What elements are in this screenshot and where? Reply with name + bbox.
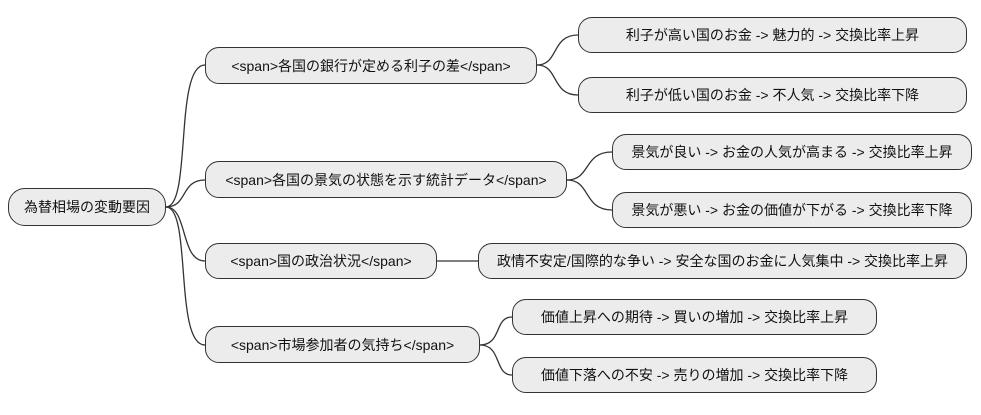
leaf-node-expectation-of-rise: 価値上昇への期待 -> 買いの増加 -> 交換比率上昇	[512, 299, 877, 335]
leaf-node-label: 価値下落への不安 -> 売りの増加 -> 交換比率下降	[540, 367, 849, 383]
branch-node-label: <span>国の政治状況</span>	[230, 253, 412, 269]
edge-economy-to-bad	[566, 179, 613, 211]
leaf-node-label: 景気が良い -> お金の人気が高まる -> 交換比率上昇	[631, 144, 953, 160]
leaf-node-good-economy: 景気が良い -> お金の人気が高まる -> 交換比率上昇	[612, 134, 972, 170]
leaf-node-political-instability: 政情不安定/国際的な争い -> 安全な国のお金に人気集中 -> 交換比率上昇	[478, 243, 967, 279]
edge-root-to-branch-politics	[165, 206, 206, 262]
leaf-node-high-interest: 利子が高い国のお金 -> 魅力的 -> 交換比率上昇	[578, 17, 967, 53]
root-node-exchange-rate-factors: 為替相場の変動要因	[8, 188, 166, 226]
branch-node-interest-rate-diff: <span>各国の銀行が定める利子の差</span>	[205, 47, 537, 84]
branch-node-label: <span>市場参加者の気持ち</span>	[230, 336, 455, 353]
leaf-node-bad-economy: 景気が悪い -> お金の価値が下がる -> 交換比率下降	[612, 192, 972, 228]
root-node-label: 為替相場の変動要因	[24, 199, 150, 215]
leaf-node-label: 政情不安定/国際的な争い -> 安全な国のお金に人気集中 -> 交換比率上昇	[496, 253, 949, 269]
edge-interest-to-high	[536, 34, 579, 66]
leaf-node-label: 価値上昇への期待 -> 買いの増加 -> 交換比率上昇	[540, 309, 849, 325]
edge-sentiment-to-expectation	[479, 316, 513, 346]
leaf-node-label: 景気が悪い -> お金の価値が下がる -> 交換比率下降	[631, 202, 953, 218]
leaf-node-label: 利子が高い国のお金 -> 魅力的 -> 交換比率上昇	[625, 27, 920, 43]
edge-sentiment-to-anxiety	[479, 344, 513, 376]
leaf-node-label: 利子が低い国のお金 -> 不人気 -> 交換比率下降	[625, 87, 920, 103]
branch-node-economic-statistics: <span>各国の景気の状態を示す統計データ</span>	[205, 161, 567, 198]
edge-root-to-branch-sentiment	[165, 206, 206, 346]
edge-economy-to-good	[566, 151, 613, 181]
leaf-node-fear-of-fall: 価値下落への不安 -> 売りの増加 -> 交換比率下降	[512, 357, 877, 393]
edge-root-to-branch-economy	[165, 179, 206, 208]
leaf-node-low-interest: 利子が低い国のお金 -> 不人気 -> 交換比率下降	[578, 77, 967, 113]
branch-node-market-sentiment: <span>市場参加者の気持ち</span>	[205, 326, 480, 363]
edge-root-to-branch-interest	[165, 64, 206, 208]
branch-node-political-situation: <span>国の政治状況</span>	[205, 243, 437, 279]
edge-interest-to-low	[536, 64, 579, 96]
branch-node-label: <span>各国の銀行が定める利子の差</span>	[231, 57, 511, 74]
branch-node-label: <span>各国の景気の状態を示す統計データ</span>	[225, 171, 547, 188]
